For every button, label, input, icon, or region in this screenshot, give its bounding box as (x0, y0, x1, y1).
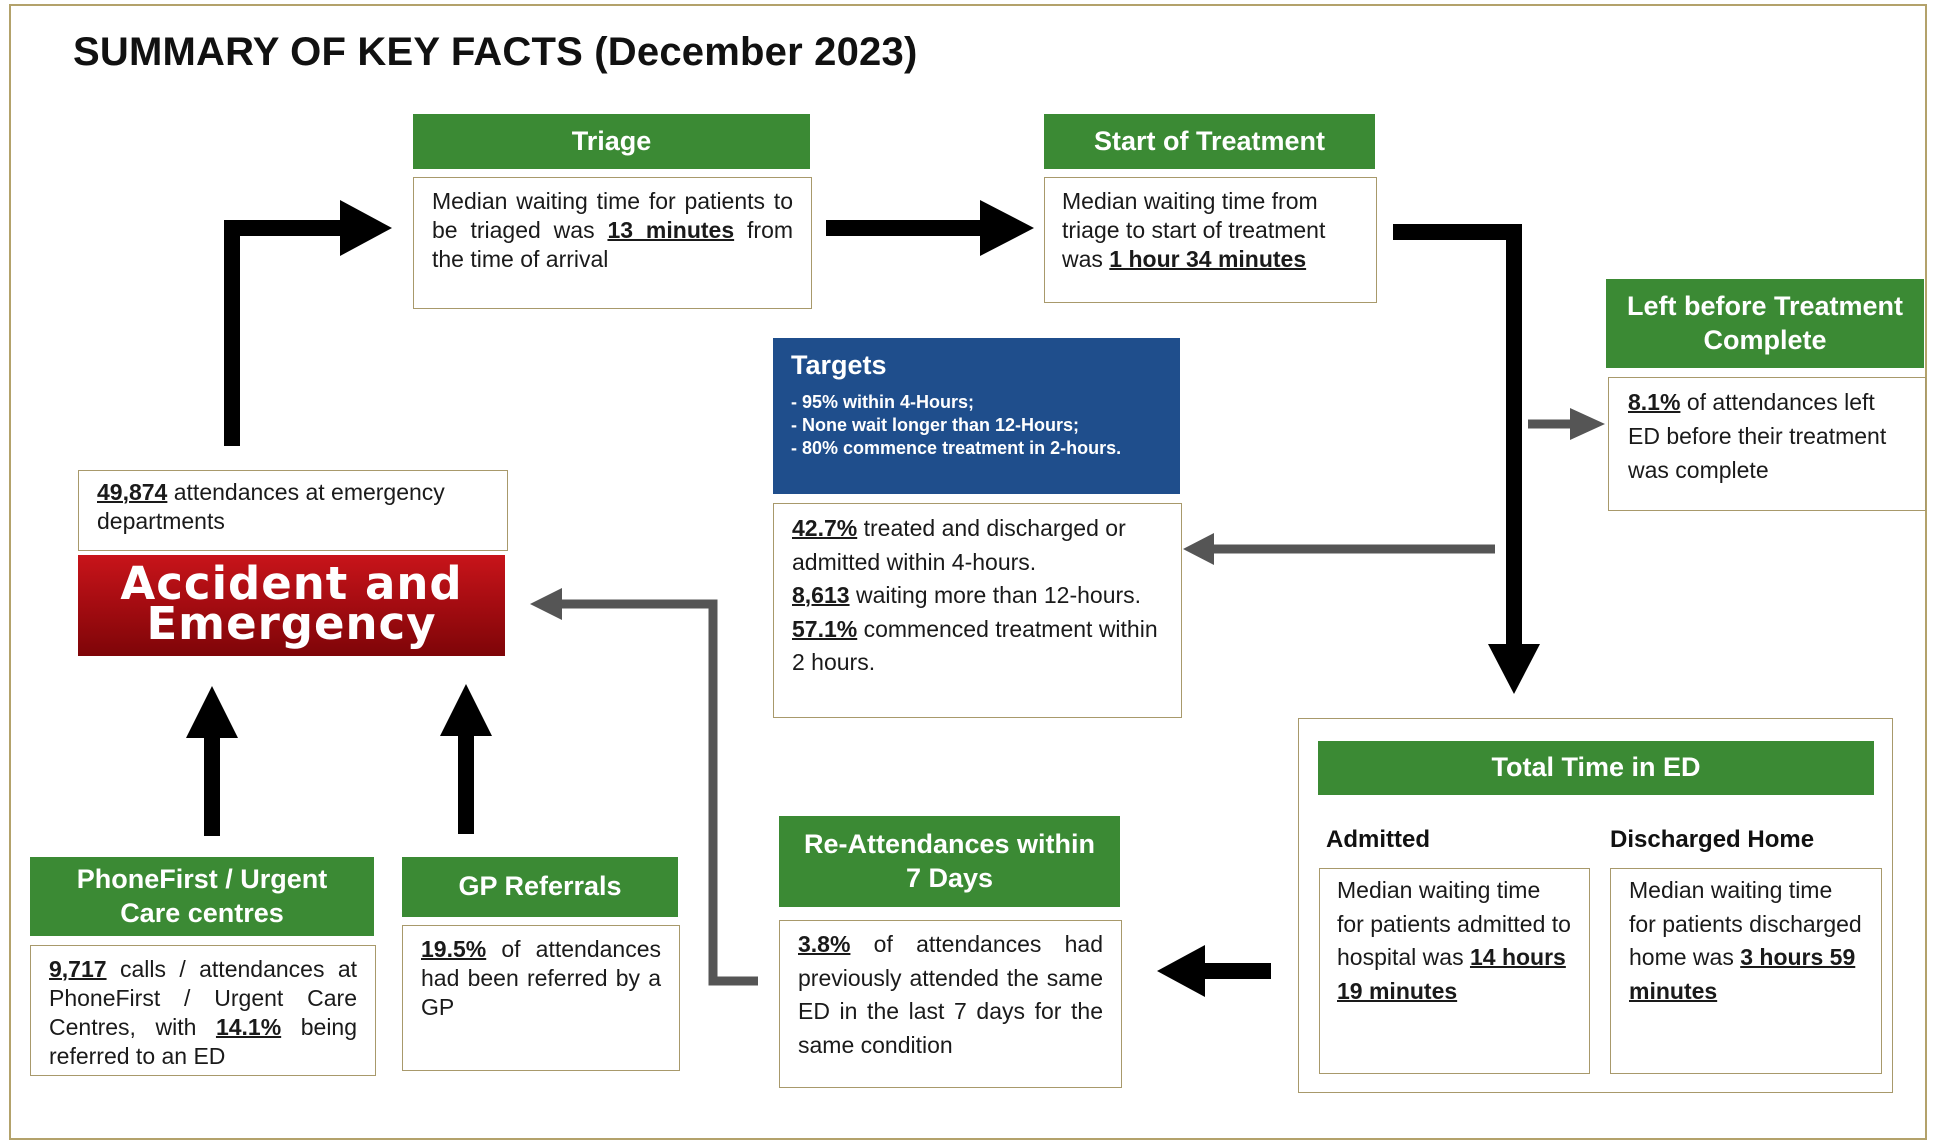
attendances-value: 49,874 (97, 479, 168, 505)
over-12h-text: waiting more than 12-hours. (855, 582, 1142, 608)
performance-box: 42.7% treated and discharged or admitted… (773, 503, 1182, 718)
attendances-text: attendances at emergency departments (97, 479, 445, 534)
arrowhead-triage (340, 200, 392, 256)
ae-logo: Accident and Emergency (78, 555, 505, 656)
reattend-box: 3.8% of attendances had previously atten… (779, 920, 1122, 1088)
left-before-header: Left before Treatment Complete (1606, 279, 1924, 368)
phonefirst-text-2: being referred to an ED (49, 1014, 358, 1069)
admitted-box: Median waiting time for patients admitte… (1319, 868, 1590, 1074)
total-time-header: Total Time in ED (1318, 741, 1874, 795)
reattend-header: Re-Attendances within 7 Days (779, 816, 1120, 907)
within-4h-value: 42.7% (792, 515, 858, 541)
discharged-box: Median waiting time for patients dischar… (1610, 868, 1882, 1074)
discharged-label: Discharged Home (1610, 826, 1815, 853)
attendances-box: 49,874 attendances at emergency departme… (78, 470, 508, 551)
admitted-label: Admitted (1326, 826, 1430, 853)
phonefirst-text: calls / attendances at PhoneFirst / Urge… (49, 956, 358, 1040)
arrowhead-total (1488, 644, 1540, 694)
left-before-box: 8.1% of attendances left ED before their… (1608, 377, 1926, 511)
triage-box: Median waiting time for patients to be t… (413, 177, 812, 309)
left-before-value: 8.1% (1628, 389, 1681, 415)
gp-header: GP Referrals (402, 857, 678, 917)
phonefirst-referred-value: 14.1% (215, 1014, 282, 1040)
within-2h-text: commenced treatment within 2 hours. (792, 615, 1158, 676)
gp-box: 19.5% of attendances had been referred b… (402, 925, 680, 1071)
admitted-text: Median waiting time for patients admitte… (1337, 877, 1571, 970)
targets-title: Targets (791, 350, 887, 380)
gp-text: of attendances had been referred by a GP (421, 936, 661, 1020)
start-treatment-text: Median waiting time from triage to start… (1062, 188, 1326, 272)
over-12h-value: 8,613 (792, 582, 850, 608)
triage-text: Median waiting time for patients to be t… (432, 188, 793, 243)
arrowhead-left-before (1570, 408, 1605, 440)
left-before-text: of attendances left ED before their trea… (1628, 389, 1887, 483)
arrowhead-phonefirst (186, 686, 238, 738)
arrowhead-performance (1183, 533, 1214, 565)
targets-panel: Targets - 95% within 4-Hours; - None wai… (773, 338, 1180, 494)
outer-frame (9, 4, 1927, 1140)
arrowhead-reattend (1157, 945, 1205, 997)
arrow-reattend-to-ae (558, 599, 758, 986)
start-treatment-header: Start of Treatment (1044, 114, 1375, 169)
arrowhead-start (980, 200, 1034, 256)
discharged-text: Median waiting time for patients dischar… (1629, 877, 1862, 970)
phonefirst-box: 9,717 calls / attendances at PhoneFirst … (30, 945, 376, 1076)
arrow-ae-to-triage (224, 220, 350, 446)
start-treatment-value: 1 hour 34 minutes (1109, 246, 1307, 272)
arrow-start-to-total (1393, 224, 1522, 650)
phonefirst-header: PhoneFirst / Urgent Care centres (30, 857, 374, 936)
start-treatment-box: Median waiting time from triage to start… (1044, 177, 1377, 303)
arrowhead-gp (440, 684, 492, 736)
within-4h-text: treated and discharged or admitted withi… (792, 515, 1126, 575)
admitted-value: 14 hours 19 minutes (1337, 944, 1566, 1004)
target-item-12hours: - None wait longer than 12-Hours; (791, 415, 1080, 435)
gp-value: 19.5% (421, 936, 487, 962)
within-2h-value: 57.1% (792, 615, 858, 642)
reattend-text: of attendances had previously attended t… (798, 931, 1103, 1058)
reattend-value: 3.8% (798, 931, 851, 957)
triage-header: Triage (413, 114, 810, 169)
triage-text-2: from the time of arrival (432, 217, 794, 272)
page-title: SUMMARY OF KEY FACTS (December 2023) (73, 30, 918, 74)
ae-logo-line2: Emergency (146, 597, 437, 650)
triage-value: 13 minutes (607, 217, 735, 243)
target-item-4hours: - 95% within 4-Hours; (791, 392, 975, 412)
arrowhead-ae (530, 588, 562, 620)
target-item-2hours: - 80% commence treatment in 2-hours. (791, 438, 1122, 458)
ae-logo-line1: Accident and (120, 557, 463, 610)
discharged-value: 3 hours 59 minutes (1629, 944, 1856, 1004)
phonefirst-calls-value: 9,717 (49, 956, 107, 982)
